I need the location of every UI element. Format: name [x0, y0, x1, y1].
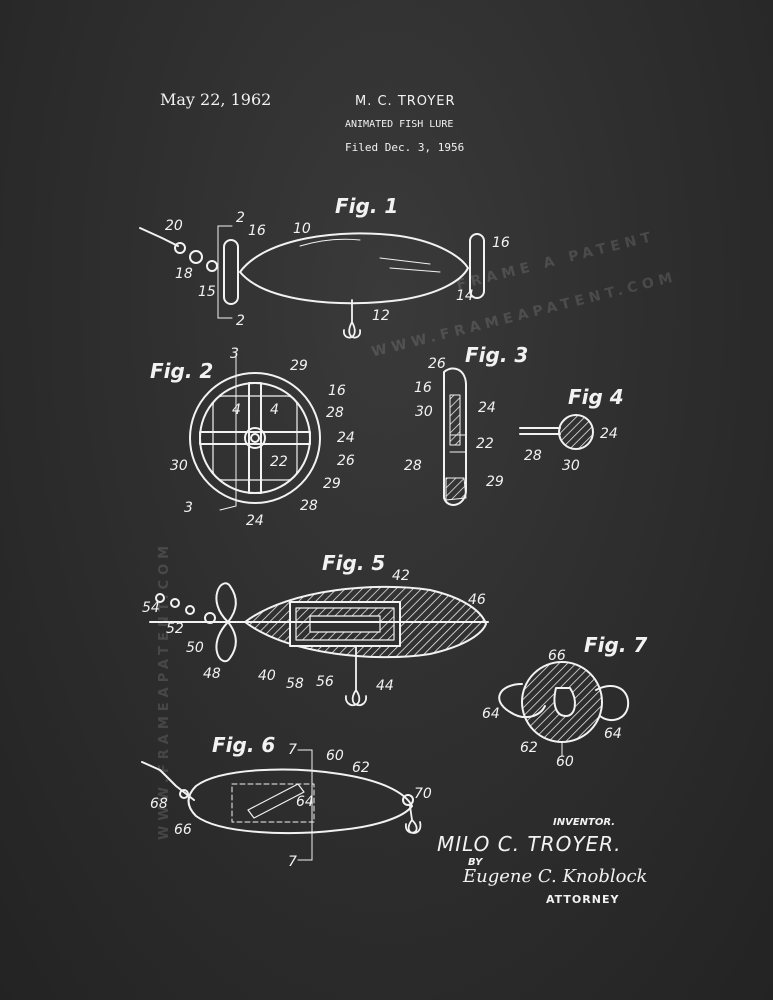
- ref-fig1-16a: 16: [248, 223, 266, 239]
- fig2-label: Fig. 2: [150, 359, 213, 383]
- ref-fig6-68: 68: [150, 796, 168, 812]
- ref-fig6-7a: 7: [288, 742, 297, 758]
- ref-fig5-56: 56: [316, 674, 334, 690]
- fig1-label: Fig. 1: [335, 194, 398, 218]
- ref-fig2-28b: 28: [300, 498, 318, 514]
- ref-fig1-2a: 2: [236, 210, 245, 226]
- ref-fig6-70: 70: [414, 786, 432, 802]
- ref-fig4-30: 30: [562, 458, 580, 474]
- ref-fig3-26: 26: [428, 356, 446, 372]
- ref-fig3-28: 28: [404, 458, 422, 474]
- ref-fig2-3a: 3: [230, 346, 239, 362]
- ref-fig3-29: 29: [486, 474, 504, 490]
- fig3-drawing: Fig. 3: [443, 343, 528, 506]
- ref-fig4-24: 24: [600, 426, 618, 442]
- ref-fig1-20: 20: [165, 218, 183, 234]
- fig5-label: Fig. 5: [322, 551, 385, 575]
- ref-fig5-54: 54: [142, 600, 160, 616]
- ref-fig2-28a: 28: [326, 405, 344, 421]
- ref-fig2-4b: 4: [270, 402, 279, 418]
- ref-fig1-14: 14: [456, 288, 474, 304]
- ref-fig5-48: 48: [203, 666, 221, 682]
- ref-fig2-22: 22: [270, 454, 288, 470]
- ref-fig5-44: 44: [376, 678, 394, 694]
- ref-fig3-30: 30: [415, 404, 433, 420]
- ref-fig6-60: 60: [326, 748, 344, 764]
- ref-fig3-24: 24: [478, 400, 496, 416]
- inventor-label: INVENTOR.: [553, 817, 616, 828]
- ref-fig7-66: 66: [548, 648, 566, 664]
- filed-date: Filed Dec. 3, 1956: [345, 141, 465, 154]
- ref-fig3-22: 22: [476, 436, 494, 452]
- fig7-drawing: Fig. 7: [498, 633, 647, 757]
- fig7-label: Fig. 7: [584, 633, 647, 657]
- ref-fig2-29b: 29: [323, 476, 341, 492]
- ref-fig1-2b: 2: [236, 313, 245, 329]
- ref-fig7-64a: 64: [482, 706, 500, 722]
- ref-fig5-52: 52: [166, 621, 184, 637]
- ref-fig2-3b: 3: [184, 500, 193, 516]
- ref-fig7-60: 60: [556, 754, 574, 770]
- ref-fig6-64: 64: [296, 794, 314, 810]
- ref-fig2-16: 16: [328, 383, 346, 399]
- attorney-label: ATTORNEY: [546, 893, 620, 906]
- patent-date: May 22, 1962: [160, 90, 272, 109]
- ref-fig4-28: 28: [524, 448, 542, 464]
- ref-fig7-62: 62: [520, 740, 538, 756]
- ref-fig2-26: 26: [337, 453, 355, 469]
- fig2-drawing: Fig. 2: [150, 353, 321, 511]
- ref-fig5-40: 40: [258, 668, 276, 684]
- ref-fig1-16b: 16: [492, 235, 510, 251]
- fig5-drawing: Fig. 5: [149, 551, 489, 706]
- ref-fig6-7b: 7: [288, 854, 297, 870]
- by-label: BY: [468, 857, 483, 868]
- ref-fig1-18: 18: [175, 266, 193, 282]
- ref-fig5-42: 42: [392, 568, 410, 584]
- fig4-label: Fig 4: [568, 385, 624, 409]
- ref-fig3-16: 16: [414, 380, 432, 396]
- ref-fig5-58: 58: [286, 676, 304, 692]
- fig6-label: Fig. 6: [212, 733, 275, 757]
- ref-fig1-12: 12: [372, 308, 390, 324]
- fig6-drawing: Fig. 6: [141, 733, 422, 861]
- inventor-name-header: M. C. TROYER: [355, 94, 456, 109]
- attorney-signature: Eugene C. Knoblock: [463, 866, 648, 887]
- fig4-drawing: Fig 4: [519, 385, 624, 450]
- fig3-label: Fig. 3: [465, 343, 528, 367]
- ref-fig2-4a: 4: [232, 402, 241, 418]
- fig1-drawing: Fig. 1: [139, 194, 485, 339]
- ref-fig2-24a: 24: [337, 430, 355, 446]
- ref-fig5-50: 50: [186, 640, 204, 656]
- ref-fig2-24b: 24: [246, 513, 264, 529]
- ref-fig2-30: 30: [170, 458, 188, 474]
- ref-fig5-46: 46: [468, 592, 486, 608]
- ref-fig6-62: 62: [352, 760, 370, 776]
- ref-fig1-10: 10: [293, 221, 311, 237]
- ref-fig7-64b: 64: [604, 726, 622, 742]
- ref-fig1-15: 15: [198, 284, 216, 300]
- inventor-signature: MILO C. TROYER.: [437, 832, 622, 856]
- ref-fig6-66: 66: [174, 822, 192, 838]
- ref-fig2-29a: 29: [290, 358, 308, 374]
- patent-title: ANIMATED FISH LURE: [345, 119, 454, 130]
